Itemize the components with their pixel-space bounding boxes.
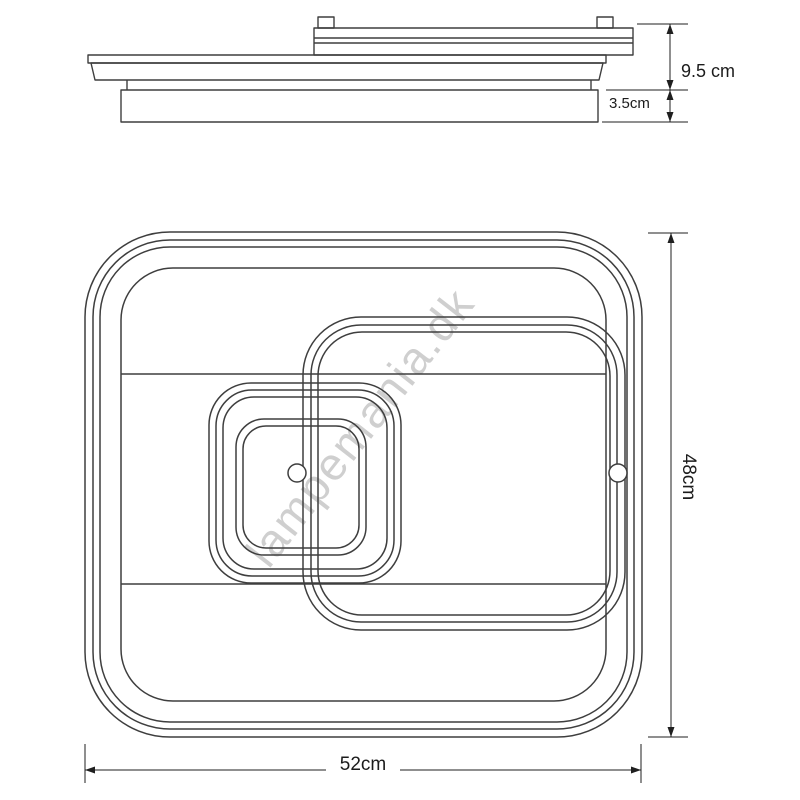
outer-ring-outline-3: [99, 246, 628, 723]
small-ring-outline-3: [222, 396, 388, 570]
side-depth-dimension-label: 3.5cm: [609, 95, 650, 112]
canopy-body: [90, 62, 604, 81]
outer-ring-outline-1: [84, 231, 643, 738]
bracket-tab-right: [596, 16, 614, 29]
bracket-tab-left: [317, 16, 335, 29]
side-view-group: [87, 16, 634, 123]
small-ring-outline-1: [208, 382, 402, 584]
mounting-bracket: [313, 27, 634, 56]
plan-view-group: [84, 231, 643, 738]
outer-ring-outline-2: [92, 239, 635, 730]
side-height-dimension-label: 9.5 cm: [681, 61, 736, 81]
plan-width-dimension-label: 52cm: [326, 754, 400, 776]
lower-housing: [120, 89, 599, 123]
inner-ring-outline-1: [235, 418, 367, 556]
middle-ring-outline-2: [310, 324, 618, 623]
canopy-top-plate: [87, 54, 607, 64]
small-ring-outline-2: [215, 389, 395, 577]
mount-dot-left: [287, 463, 307, 483]
inner-ring-outline-2: [242, 425, 360, 549]
plan-height-dimension-label: 48cm: [678, 453, 699, 501]
mount-dot-right: [608, 463, 628, 483]
outer-ring-inner-edge: [120, 267, 607, 702]
